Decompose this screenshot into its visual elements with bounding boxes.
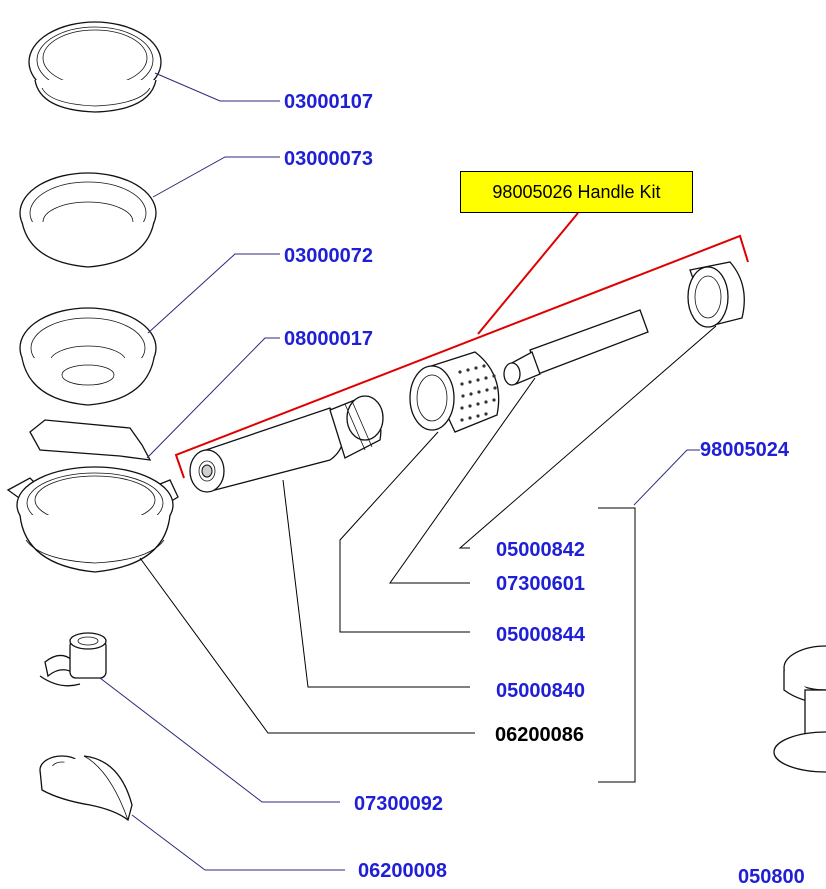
- label-05000842: 05000842: [496, 539, 585, 561]
- leader-98005024: [633, 449, 700, 506]
- part-03000107-basket: [28, 21, 162, 113]
- part-partial-knob: [773, 645, 826, 773]
- part-03000072-basket: [19, 307, 157, 406]
- label-07300601: 07300601: [496, 573, 585, 595]
- leader-05000844: [339, 431, 470, 633]
- label-08000017: 08000017: [284, 328, 373, 350]
- leader-03000073: [152, 156, 280, 198]
- label-03000073: 03000073: [284, 148, 373, 170]
- label-05000844: 05000844: [496, 624, 586, 646]
- part-06200086-portafilter: [6, 466, 179, 573]
- part-07300092-spout: [39, 632, 107, 687]
- handle-kit-bracket: [174, 212, 749, 479]
- label-03000072: 03000072: [284, 245, 373, 267]
- leader-07300092: [99, 677, 340, 803]
- label-partial-0508: 050800: [738, 866, 805, 888]
- handle-kit-label-box: 98005026 Handle Kit: [460, 171, 693, 213]
- label-06200008: 06200008: [358, 860, 447, 882]
- label-03000107: 03000107: [284, 91, 373, 113]
- label-07300092: 07300092: [354, 793, 443, 815]
- leader-07300601: [389, 377, 536, 584]
- leader-08000017: [146, 337, 280, 459]
- leader-06200086: [139, 557, 475, 734]
- part-05000840-handle: [189, 395, 384, 493]
- leader-05000842: [458, 325, 717, 549]
- part-07300601-rod: [503, 309, 649, 386]
- part-08000017-spring: [29, 419, 152, 461]
- part-06200008-spout-cover: [39, 755, 133, 822]
- leader-05000840: [282, 479, 470, 688]
- group-bracket-98005024: [598, 507, 636, 783]
- part-03000073-basket: [19, 172, 157, 268]
- leader-03000072: [147, 253, 280, 334]
- leader-03000107: [154, 72, 280, 102]
- label-05000840: 05000840: [496, 680, 585, 702]
- leader-06200008: [131, 814, 345, 871]
- label-98005024: 98005024: [700, 439, 790, 461]
- part-05000844-knurled-nut: [409, 351, 500, 433]
- label-06200086: 06200086: [495, 724, 584, 746]
- handle-kit-label: 98005026 Handle Kit: [492, 181, 661, 202]
- part-05000842-end-cap: [687, 261, 745, 328]
